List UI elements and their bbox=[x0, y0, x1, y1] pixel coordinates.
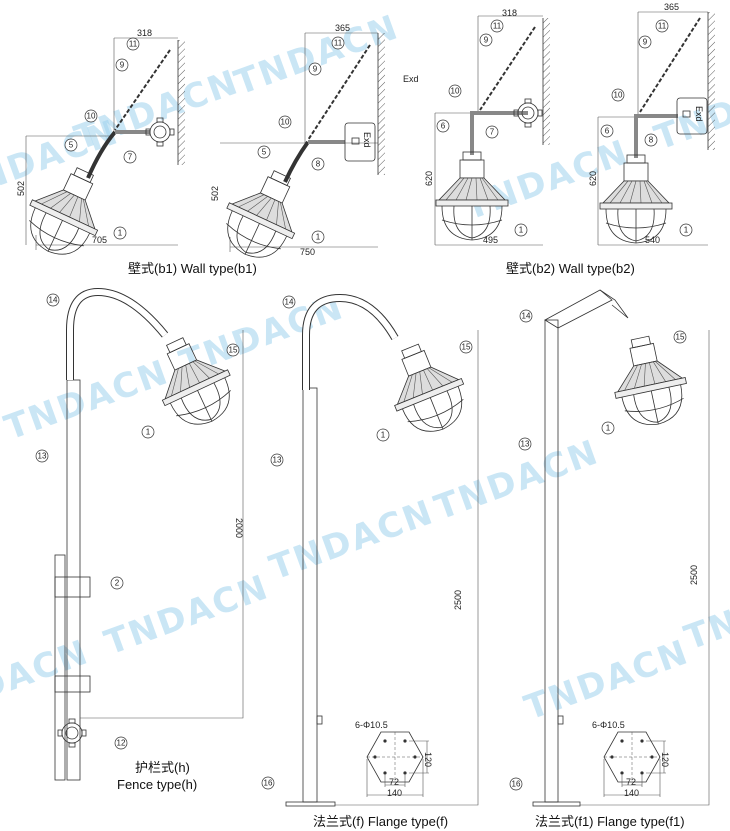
callouts: 11 9 10 6 8 1 bbox=[600, 19, 693, 237]
callout-13: 13 bbox=[273, 456, 282, 465]
dimension-height: 502 bbox=[210, 186, 220, 201]
dimension-width: 750 bbox=[300, 247, 315, 257]
watermark: TNDACN bbox=[264, 492, 439, 588]
callout-11: 11 bbox=[334, 39, 343, 48]
diagram-flange-type-f: 2500 6-Φ10.5 120 72 140 14 15 1 13 16 bbox=[261, 293, 479, 807]
flange-holes-label: 6-Φ10.5 bbox=[592, 720, 625, 730]
callout-7: 7 bbox=[490, 128, 495, 137]
callouts: 11 9 10 6 7 1 bbox=[436, 19, 528, 237]
dimension-width: 495 bbox=[483, 235, 498, 245]
dimension-height: 2500 bbox=[689, 565, 699, 585]
callout-16: 16 bbox=[512, 780, 521, 789]
callout-10: 10 bbox=[451, 87, 460, 96]
callout-10: 10 bbox=[281, 118, 290, 127]
watermark: TNDACN bbox=[429, 432, 604, 528]
dimension-height: 2000 bbox=[234, 518, 244, 538]
flange-inner-label: 72 bbox=[389, 777, 399, 787]
callouts: 14 15 1 13 2 12 bbox=[35, 293, 240, 750]
watermarks: TNDACN TNDACN TNDACN TNDACN TNDACN TNDAC… bbox=[0, 7, 730, 728]
dimension-height: 502 bbox=[16, 181, 26, 196]
title-fence-type-en: Fence type(h) bbox=[117, 777, 197, 792]
dimension-height: 620 bbox=[424, 171, 434, 186]
callout-9: 9 bbox=[484, 36, 489, 45]
callout-9: 9 bbox=[120, 61, 125, 70]
callout-6: 6 bbox=[441, 122, 446, 131]
diagram-b2-exd-box: Exd 365 540 620 11 9 10 6 8 1 bbox=[588, 2, 715, 246]
callout-14: 14 bbox=[285, 298, 294, 307]
callout-6: 6 bbox=[605, 127, 610, 136]
exd-box-label: Exd bbox=[694, 106, 704, 122]
title-wall-type-b2: 壁式(b2) Wall type(b2) bbox=[506, 261, 635, 276]
title-flange-type-f1: 法兰式(f1) Flange type(f1) bbox=[535, 814, 685, 829]
callout-1: 1 bbox=[606, 424, 611, 433]
callout-5: 5 bbox=[262, 148, 267, 157]
callout-7: 7 bbox=[128, 153, 133, 162]
exd-label: Exd bbox=[403, 74, 419, 84]
callout-14: 14 bbox=[49, 296, 58, 305]
dimension-top: 318 bbox=[137, 28, 152, 38]
flange-height-label: 120 bbox=[660, 752, 670, 767]
callout-15: 15 bbox=[462, 343, 471, 352]
dimension-width: 705 bbox=[92, 235, 107, 245]
title-flange-type-f: 法兰式(f) Flange type(f) bbox=[313, 814, 448, 829]
callout-13: 13 bbox=[521, 440, 530, 449]
callout-16: 16 bbox=[264, 779, 273, 788]
diagram-b2-junction: 318 495 620 11 9 10 6 7 1 bbox=[424, 8, 550, 246]
callouts: 14 15 1 13 16 bbox=[261, 295, 473, 790]
callout-1: 1 bbox=[381, 431, 386, 440]
flange-inner-label: 72 bbox=[626, 777, 636, 787]
diagram-b1-exd-box: Exd 365 750 502 Exd 11 9 10 5 8 1 bbox=[210, 23, 419, 270]
callout-15: 15 bbox=[229, 346, 238, 355]
dimension-top: 318 bbox=[502, 8, 517, 18]
callout-15: 15 bbox=[676, 333, 685, 342]
dimension-height: 620 bbox=[588, 171, 598, 186]
flange-holes-label: 6-Φ10.5 bbox=[355, 720, 388, 730]
callout-12: 12 bbox=[117, 739, 126, 748]
diagram-fence-type-h: 2000 14 15 1 13 2 12 bbox=[35, 287, 245, 781]
callout-14: 14 bbox=[522, 312, 531, 321]
callout-1: 1 bbox=[146, 428, 151, 437]
callout-1: 1 bbox=[316, 233, 321, 242]
diagram-flange-type-f1: 2500 6-Φ10.5 120 72 140 14 15 1 13 16 bbox=[509, 289, 710, 807]
callout-8: 8 bbox=[649, 136, 654, 145]
callout-5: 5 bbox=[69, 141, 74, 150]
callout-1: 1 bbox=[684, 226, 689, 235]
title-wall-type-b1: 壁式(b1) Wall type(b1) bbox=[128, 261, 257, 276]
dimension-top: 365 bbox=[335, 23, 350, 33]
dimension-top: 365 bbox=[664, 2, 679, 12]
flange-outer-label: 140 bbox=[624, 788, 639, 798]
callout-1: 1 bbox=[519, 226, 524, 235]
title-fence-type-cn: 护栏式(h) bbox=[135, 760, 190, 775]
watermark: TNDACN bbox=[99, 567, 274, 663]
exd-box-label: Exd bbox=[362, 132, 372, 148]
callout-9: 9 bbox=[643, 38, 648, 47]
diagram-b1-junction: 318 705 502 11 9 10 5 7 1 bbox=[15, 28, 185, 267]
callout-8: 8 bbox=[316, 160, 321, 169]
callout-11: 11 bbox=[129, 40, 138, 49]
callouts: 11 9 10 5 8 1 bbox=[257, 36, 345, 244]
callout-11: 11 bbox=[658, 22, 667, 31]
callout-1: 1 bbox=[118, 229, 123, 238]
callout-10: 10 bbox=[87, 112, 96, 121]
watermark: TNDACN bbox=[679, 562, 730, 658]
dimension-width: 540 bbox=[645, 235, 660, 245]
callout-9: 9 bbox=[313, 65, 318, 74]
callout-2: 2 bbox=[115, 579, 120, 588]
callout-13: 13 bbox=[38, 452, 47, 461]
callout-11: 11 bbox=[493, 22, 502, 31]
callouts: 14 15 1 13 16 bbox=[509, 309, 687, 791]
watermark: TNDACN bbox=[519, 632, 694, 728]
flange-outer-label: 140 bbox=[387, 788, 402, 798]
callouts: 11 9 10 5 7 1 bbox=[64, 37, 140, 240]
watermark: TNDACN bbox=[649, 62, 730, 158]
dimension-height: 2500 bbox=[453, 590, 463, 610]
callout-10: 10 bbox=[614, 91, 623, 100]
flange-height-label: 120 bbox=[423, 752, 433, 767]
